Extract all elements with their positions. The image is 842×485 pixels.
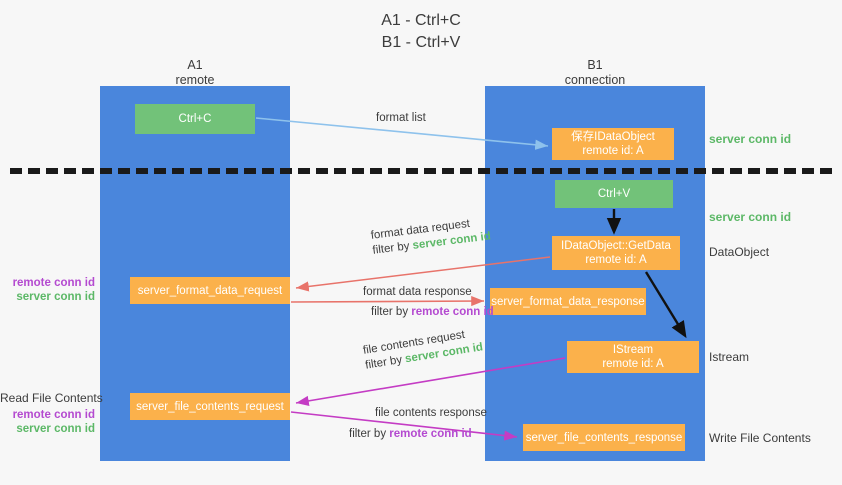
box-ctrl-v-label: Ctrl+V (597, 188, 631, 200)
lane-b1-sub: connection (564, 73, 626, 87)
edge-label-file-contents-response-filter: filter by remote conn id (349, 427, 487, 442)
box-save-idataobject[interactable]: 保存IDataObject remote id: A (552, 128, 674, 160)
box-server-format-data-response-label: server_format_data_response (491, 295, 645, 308)
box-save-idataobject-line1: 保存IDataObject (571, 131, 655, 143)
note-server-conn-id-top: server conn id (709, 132, 792, 146)
filter-prefix: filter by (371, 306, 412, 318)
note-istream: Istream (709, 350, 750, 364)
box-server-file-contents-response[interactable]: server_file_contents_response (523, 424, 685, 451)
lane-header-a1: A1 remote (100, 58, 290, 88)
box-server-file-contents-request-label: server_file_contents_request (136, 400, 284, 413)
note-conn-ids-format: remote conn id server conn id (0, 276, 95, 304)
edge-label-file-contents-response-text: file contents response (375, 407, 487, 419)
box-getdata-line2: remote id: A (585, 254, 647, 266)
box-istream[interactable]: IStream remote id: A (567, 341, 699, 373)
lane-a1-name: A1 (187, 58, 203, 72)
note-server-conn-id: server conn id (16, 423, 95, 435)
box-getdata-line1: IDataObject::GetData (561, 240, 671, 252)
note-dataobject: DataObject (709, 245, 770, 259)
box-server-format-data-response[interactable]: server_format_data_response (490, 288, 646, 315)
edge-label-format-data-response-filter: filter by remote conn id (371, 305, 494, 320)
note-read-file-contents: Read File Contents remote conn id server… (0, 391, 103, 436)
title-line-1: A1 - Ctrl+C (381, 12, 461, 29)
lane-a1-sub: remote (175, 73, 215, 87)
box-server-file-contents-response-label: server_file_contents_response (525, 431, 683, 444)
box-server-file-contents-request[interactable]: server_file_contents_request (130, 393, 290, 420)
note-read-file-contents-heading: Read File Contents (0, 391, 103, 405)
box-server-format-data-request[interactable]: server_format_data_request (130, 277, 290, 304)
edge-label-format-data-request: format data request filter by server con… (370, 215, 492, 259)
title-line-2: B1 - Ctrl+V (381, 34, 461, 51)
note-write-file-contents: Write File Contents (709, 431, 811, 445)
box-save-idataobject-line2: remote id: A (582, 145, 644, 157)
edge-label-format-list-text: format list (376, 112, 426, 124)
lane-header-b1: B1 connection (485, 58, 705, 88)
box-istream-line2: remote id: A (602, 358, 664, 370)
box-idataobject-getdata[interactable]: IDataObject::GetData remote id: A (552, 236, 680, 270)
box-ctrl-c[interactable]: Ctrl+C (135, 104, 255, 134)
edge-label-format-list: format list (376, 111, 426, 126)
note-server-conn-id-mid: server conn id (709, 210, 792, 224)
note-remote-conn-id: remote conn id (12, 409, 95, 421)
lane-b1-name: B1 (587, 58, 603, 72)
box-istream-line1: IStream (612, 344, 654, 356)
edge-label-format-data-response-text: format data response (363, 286, 472, 298)
edge-label-file-contents-response: file contents response filter by remote … (349, 406, 487, 442)
page-title: A1 - Ctrl+C B1 - Ctrl+V (0, 10, 842, 54)
box-server-format-data-request-label: server_format_data_request (137, 284, 283, 297)
edge-label-format-data-response: format data response filter by remote co… (363, 285, 494, 320)
note-server-conn-id: server conn id (16, 291, 95, 303)
filter-value-remote-conn-id: remote conn id (389, 428, 472, 440)
box-ctrl-c-label: Ctrl+C (178, 113, 212, 125)
phase-divider (10, 168, 832, 174)
edge-label-file-contents-request: file contents request filter by server c… (362, 325, 484, 373)
note-remote-conn-id: remote conn id (12, 277, 95, 289)
filter-prefix: filter by (371, 239, 414, 257)
box-ctrl-v[interactable]: Ctrl+V (555, 180, 673, 208)
filter-value-remote-conn-id: remote conn id (411, 306, 494, 318)
filter-prefix: filter by (349, 428, 390, 440)
